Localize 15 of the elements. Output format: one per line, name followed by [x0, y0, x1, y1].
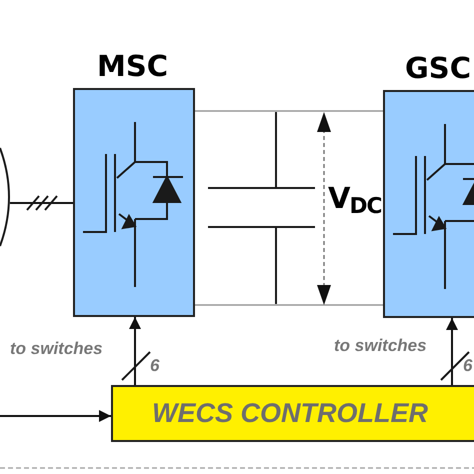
controller-title: WECS CONTROLLER [152, 397, 428, 430]
bus-line [195, 110, 383, 112]
bus-width-label: 6 [150, 357, 160, 374]
signal-label: to switches [334, 337, 427, 354]
bus-line [195, 304, 383, 306]
generator-symbol [0, 148, 10, 246]
converter-title: MSC [97, 48, 168, 85]
arrow [129, 317, 141, 385]
arrow [446, 318, 458, 385]
signal-label: to switches [10, 340, 103, 357]
arrow [0, 410, 111, 422]
voltage-label: V$_{DC}$ [328, 184, 382, 213]
bus-width-label: 6 [463, 357, 472, 374]
controller-box [111, 385, 474, 442]
converter-title: GSC [405, 50, 471, 87]
